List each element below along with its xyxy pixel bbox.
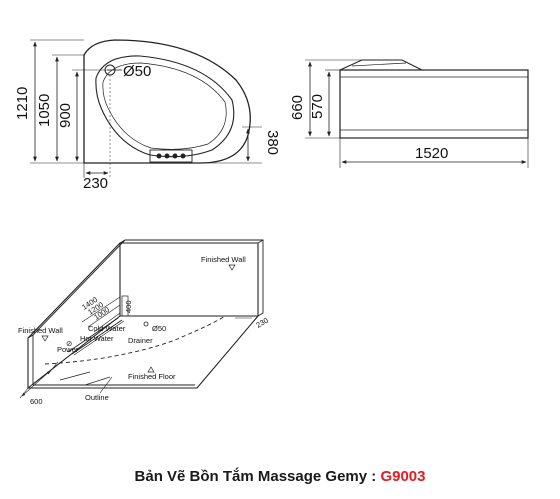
control-panel	[149, 149, 193, 163]
drain-label: Ø50	[123, 63, 151, 80]
finished-floor-label: Finished Floor	[128, 372, 176, 381]
control-button	[156, 153, 162, 159]
dim-230: 230	[83, 175, 108, 192]
right-wall	[119, 242, 259, 317]
dim-600: 600	[30, 397, 43, 406]
drainer-label: Drainer	[128, 336, 153, 345]
dim-1210: 1210	[14, 87, 31, 120]
control-button	[164, 153, 170, 159]
top-view: Ø50 1210 1050 900 230 380	[14, 39, 281, 192]
dim-1050: 1050	[36, 94, 53, 127]
caption-model: G9003	[380, 468, 426, 485]
outline-label: Outline	[85, 393, 109, 402]
tub-basin-inner-top	[102, 62, 227, 150]
power-label: Power	[57, 345, 79, 354]
finished-wall-right-label: Finished Wall	[201, 255, 246, 264]
control-button	[180, 153, 186, 159]
cold-water-label: Cold Water	[88, 324, 126, 333]
dim-570: 570	[309, 94, 326, 119]
left-wall	[27, 242, 121, 390]
side-view: 660 570 1520	[289, 59, 529, 168]
dim-660: 660	[289, 95, 306, 120]
tub-side-top	[339, 59, 423, 71]
dim-380: 380	[264, 130, 281, 155]
drain-size-label: Ø50	[152, 324, 166, 333]
drawing-caption: Bản Vẽ Bồn Tắm Massage Gemy : G9003	[0, 468, 560, 485]
power-mark: ⊘	[66, 339, 72, 348]
tub-basin-top	[95, 55, 235, 158]
dim-400: 400	[124, 300, 133, 313]
control-button	[172, 153, 178, 159]
tub-outline-top	[83, 39, 251, 164]
tub-side-body	[339, 69, 529, 139]
floor	[28, 315, 259, 389]
install-view: 1400 1200 1000 400 Finished Wall Finishe…	[18, 239, 270, 406]
dim-1520: 1520	[415, 145, 448, 162]
hot-water-label: Hot Water	[80, 334, 114, 343]
finished-wall-left-label: Finished Wall	[18, 326, 63, 335]
caption-title: Bản Vẽ Bồn Tắm Massage Gemy :	[134, 468, 381, 485]
dim-900: 900	[57, 103, 74, 128]
tub-outline-dashed	[44, 315, 226, 365]
